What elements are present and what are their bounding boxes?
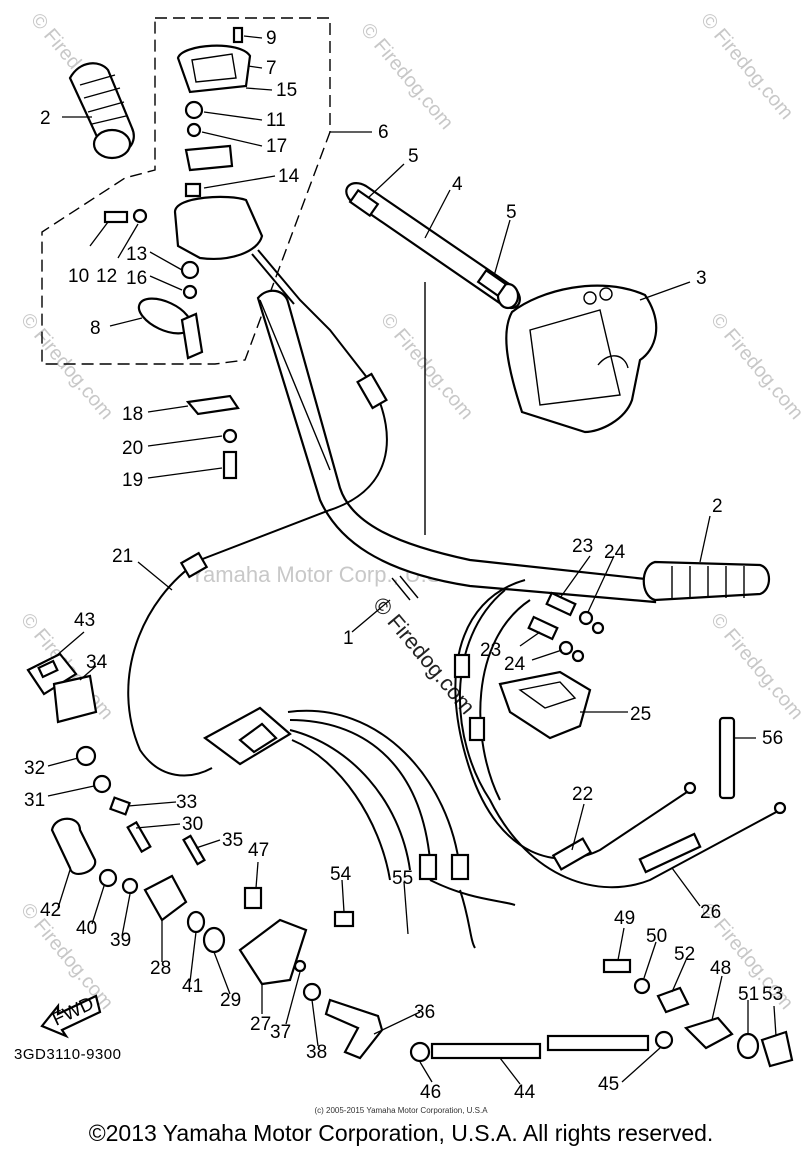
callout-36: 36 [414, 1002, 435, 1023]
callout-24-bottom: 24 [504, 654, 526, 675]
callout-2-left: 2 [40, 108, 51, 129]
right-grip [642, 560, 771, 602]
callout-23-bottom: 23 [480, 640, 501, 661]
watermark-site-4: © Firedog.com [16, 309, 117, 424]
lever-27 [238, 886, 355, 1002]
right-lower-parts [602, 958, 794, 1068]
callout-18: 18 [122, 404, 143, 425]
callout-49: 49 [614, 908, 635, 929]
watermark-site-9: © Firedog.com [16, 899, 117, 1014]
callout-34: 34 [86, 652, 108, 673]
small-copyright: (c) 2005-2015 Yamaha Motor Corporation, … [314, 1106, 488, 1115]
callout-11: 11 [266, 110, 286, 131]
callout-50: 50 [646, 926, 667, 947]
watermark-site-1: © Firedog.com [356, 19, 457, 134]
callout-16: 16 [126, 268, 147, 289]
callout-10: 10 [68, 266, 89, 287]
handlebar-cover [505, 284, 658, 434]
watermark-site-6: © Firedog.com [706, 309, 802, 424]
callout-35: 35 [222, 830, 243, 851]
handlebar-pad [345, 182, 521, 310]
copyright-footer: ©2013 Yamaha Motor Corporation, U.S.A. A… [88, 1120, 714, 1146]
callout-3: 3 [696, 268, 707, 289]
callout-2-right: 2 [712, 496, 723, 517]
callout-12: 12 [96, 266, 117, 287]
callout-48: 48 [710, 958, 731, 979]
callout-55: 55 [392, 868, 413, 889]
callout-23-top: 23 [572, 536, 593, 557]
callout-numbers: 1 2 2 3 4 5 5 6 7 8 9 10 11 12 13 14 15 … [24, 28, 783, 1103]
callout-32: 32 [24, 758, 45, 779]
callout-7: 7 [266, 58, 277, 79]
throttle-cable-21 [127, 249, 388, 777]
switch-25 [498, 670, 592, 740]
cable-adjusters [527, 591, 605, 663]
callout-38: 38 [306, 1042, 327, 1063]
callout-24-top: 24 [604, 542, 626, 563]
callout-44: 44 [514, 1082, 536, 1103]
callout-8: 8 [90, 318, 101, 339]
callout-19: 19 [122, 470, 143, 491]
callout-31: 31 [24, 790, 45, 811]
callout-17: 17 [266, 136, 287, 157]
leader-lines [47, 35, 777, 1085]
callout-37: 37 [270, 1022, 291, 1043]
callout-20: 20 [122, 438, 143, 459]
callout-52: 52 [674, 944, 695, 965]
callout-40: 40 [76, 918, 97, 939]
watermark-site-5: © Firedog.com [376, 309, 477, 424]
callout-28: 28 [150, 958, 171, 979]
callout-45: 45 [598, 1074, 619, 1095]
callout-9: 9 [266, 28, 277, 49]
left-parts [26, 652, 226, 954]
callout-42: 42 [40, 900, 61, 921]
throttle-housing-assembly [103, 26, 264, 480]
fwd-arrow: FWD [40, 993, 102, 1039]
callout-41: 41 [182, 976, 203, 997]
callout-27: 27 [250, 1014, 271, 1035]
callout-33: 33 [176, 792, 197, 813]
shift-linkage [324, 998, 674, 1063]
handlebar [256, 282, 657, 604]
callout-14: 14 [278, 166, 300, 187]
callout-13: 13 [126, 244, 147, 265]
strap-56 [718, 716, 736, 800]
watermark-site-8: © Firedog.com [706, 609, 802, 724]
callout-39: 39 [110, 930, 131, 951]
callout-26: 26 [700, 902, 721, 923]
watermark-site-3: © Firedog.com [696, 9, 797, 124]
callout-46: 46 [420, 1082, 441, 1103]
callout-51: 51 [738, 984, 759, 1005]
callout-21: 21 [112, 546, 133, 567]
wiring-harness [202, 706, 516, 949]
callout-53: 53 [762, 984, 783, 1005]
assembly-outline-6 [41, 17, 331, 365]
callout-47: 47 [248, 840, 269, 861]
callout-15: 15 [276, 80, 297, 101]
callout-25: 25 [630, 704, 651, 725]
callout-22: 22 [572, 784, 593, 805]
callout-5-right: 5 [506, 202, 517, 223]
callout-6: 6 [378, 122, 389, 143]
callout-5-left: 5 [408, 146, 419, 167]
callout-4: 4 [452, 174, 463, 195]
brake-cables [453, 579, 787, 889]
callout-43: 43 [74, 610, 95, 631]
callout-54: 54 [330, 864, 352, 885]
callout-29: 29 [220, 990, 241, 1011]
callout-30: 30 [182, 814, 203, 835]
callout-1: 1 [343, 628, 354, 649]
diagram-code: 3GD3110-9300 [14, 1046, 122, 1063]
left-grip [68, 62, 135, 160]
callout-56: 56 [762, 728, 783, 749]
